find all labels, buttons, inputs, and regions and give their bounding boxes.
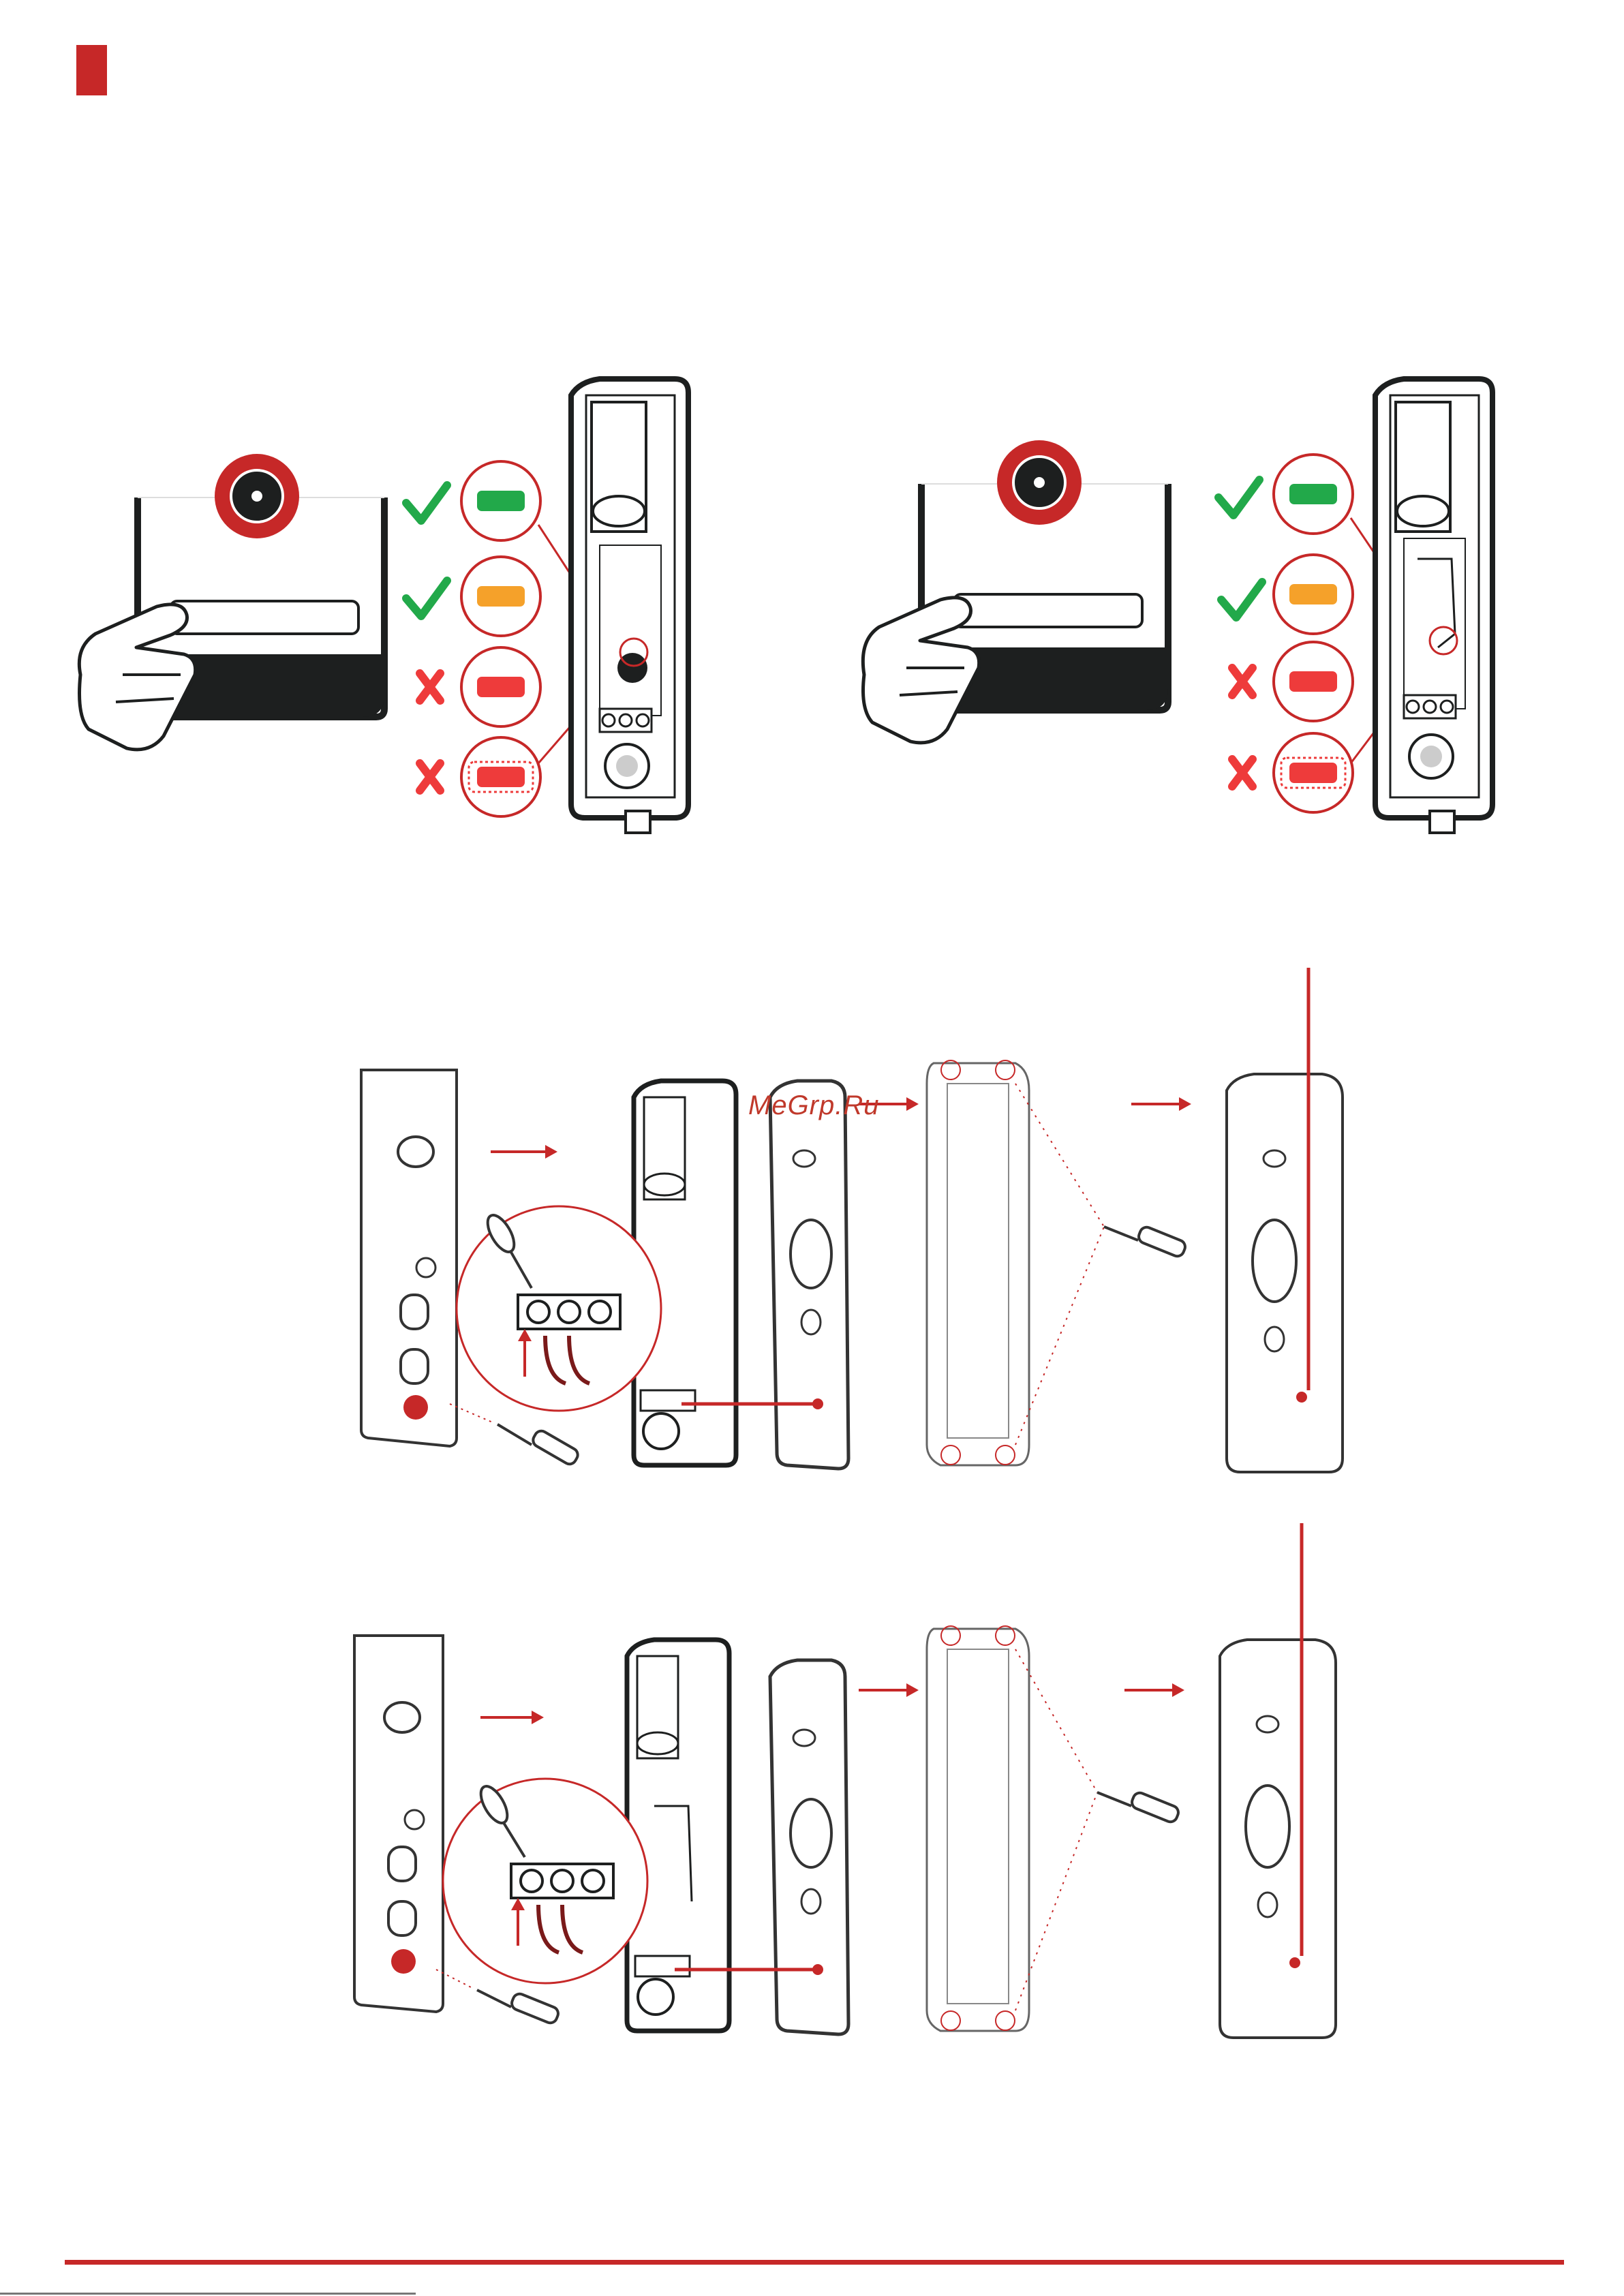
assembly-steps-panel-2 <box>341 1520 1404 2051</box>
open-detector-illustration <box>1375 379 1492 833</box>
hand-icon <box>863 598 979 743</box>
led-state-red <box>420 647 540 726</box>
corner-tab <box>76 45 107 95</box>
led-state-green <box>406 461 540 540</box>
footer-line <box>0 2293 416 2295</box>
led-state-green <box>1219 455 1353 534</box>
led-state-orange <box>1221 555 1353 634</box>
mounted-base-illustration <box>1220 1523 1336 2038</box>
led-state-red-blinking <box>1232 733 1353 812</box>
tamper-button-icon <box>997 440 1082 525</box>
arrow-icon <box>1131 1097 1191 1111</box>
led-state-orange <box>406 557 540 636</box>
open-detector-illustration <box>627 1640 729 2031</box>
outer-housing-illustration <box>927 1060 1104 1465</box>
arrow-icon <box>491 1145 557 1159</box>
watermark-text: MeGrp.Ru <box>748 1090 880 1121</box>
screwdriver-icon <box>450 1404 580 1467</box>
front-cover-illustration <box>361 1070 457 1446</box>
arrow-icon <box>859 1683 919 1697</box>
led-state-red <box>1232 642 1353 721</box>
terminal-block-magnifier <box>457 1206 661 1411</box>
arrow-icon <box>1124 1683 1184 1697</box>
hand-icon <box>79 604 195 750</box>
front-cover-illustration <box>354 1636 443 2012</box>
terminal-block-magnifier <box>443 1779 647 1983</box>
open-detector-illustration <box>571 379 688 833</box>
mounted-base-illustration <box>1227 968 1343 1472</box>
footer-rule <box>65 2260 1564 2265</box>
outer-housing-illustration <box>927 1626 1097 2031</box>
led-test-panel-left <box>61 354 784 859</box>
arrow-icon <box>480 1711 544 1724</box>
assembly-steps-panel-1 <box>341 968 1404 1479</box>
screwdriver-icon <box>1097 1791 1180 1824</box>
led-state-red-blinking <box>420 737 540 816</box>
led-test-panel-right <box>838 354 1561 859</box>
screwdriver-icon <box>1104 1225 1187 1258</box>
tamper-button-icon <box>215 454 299 538</box>
